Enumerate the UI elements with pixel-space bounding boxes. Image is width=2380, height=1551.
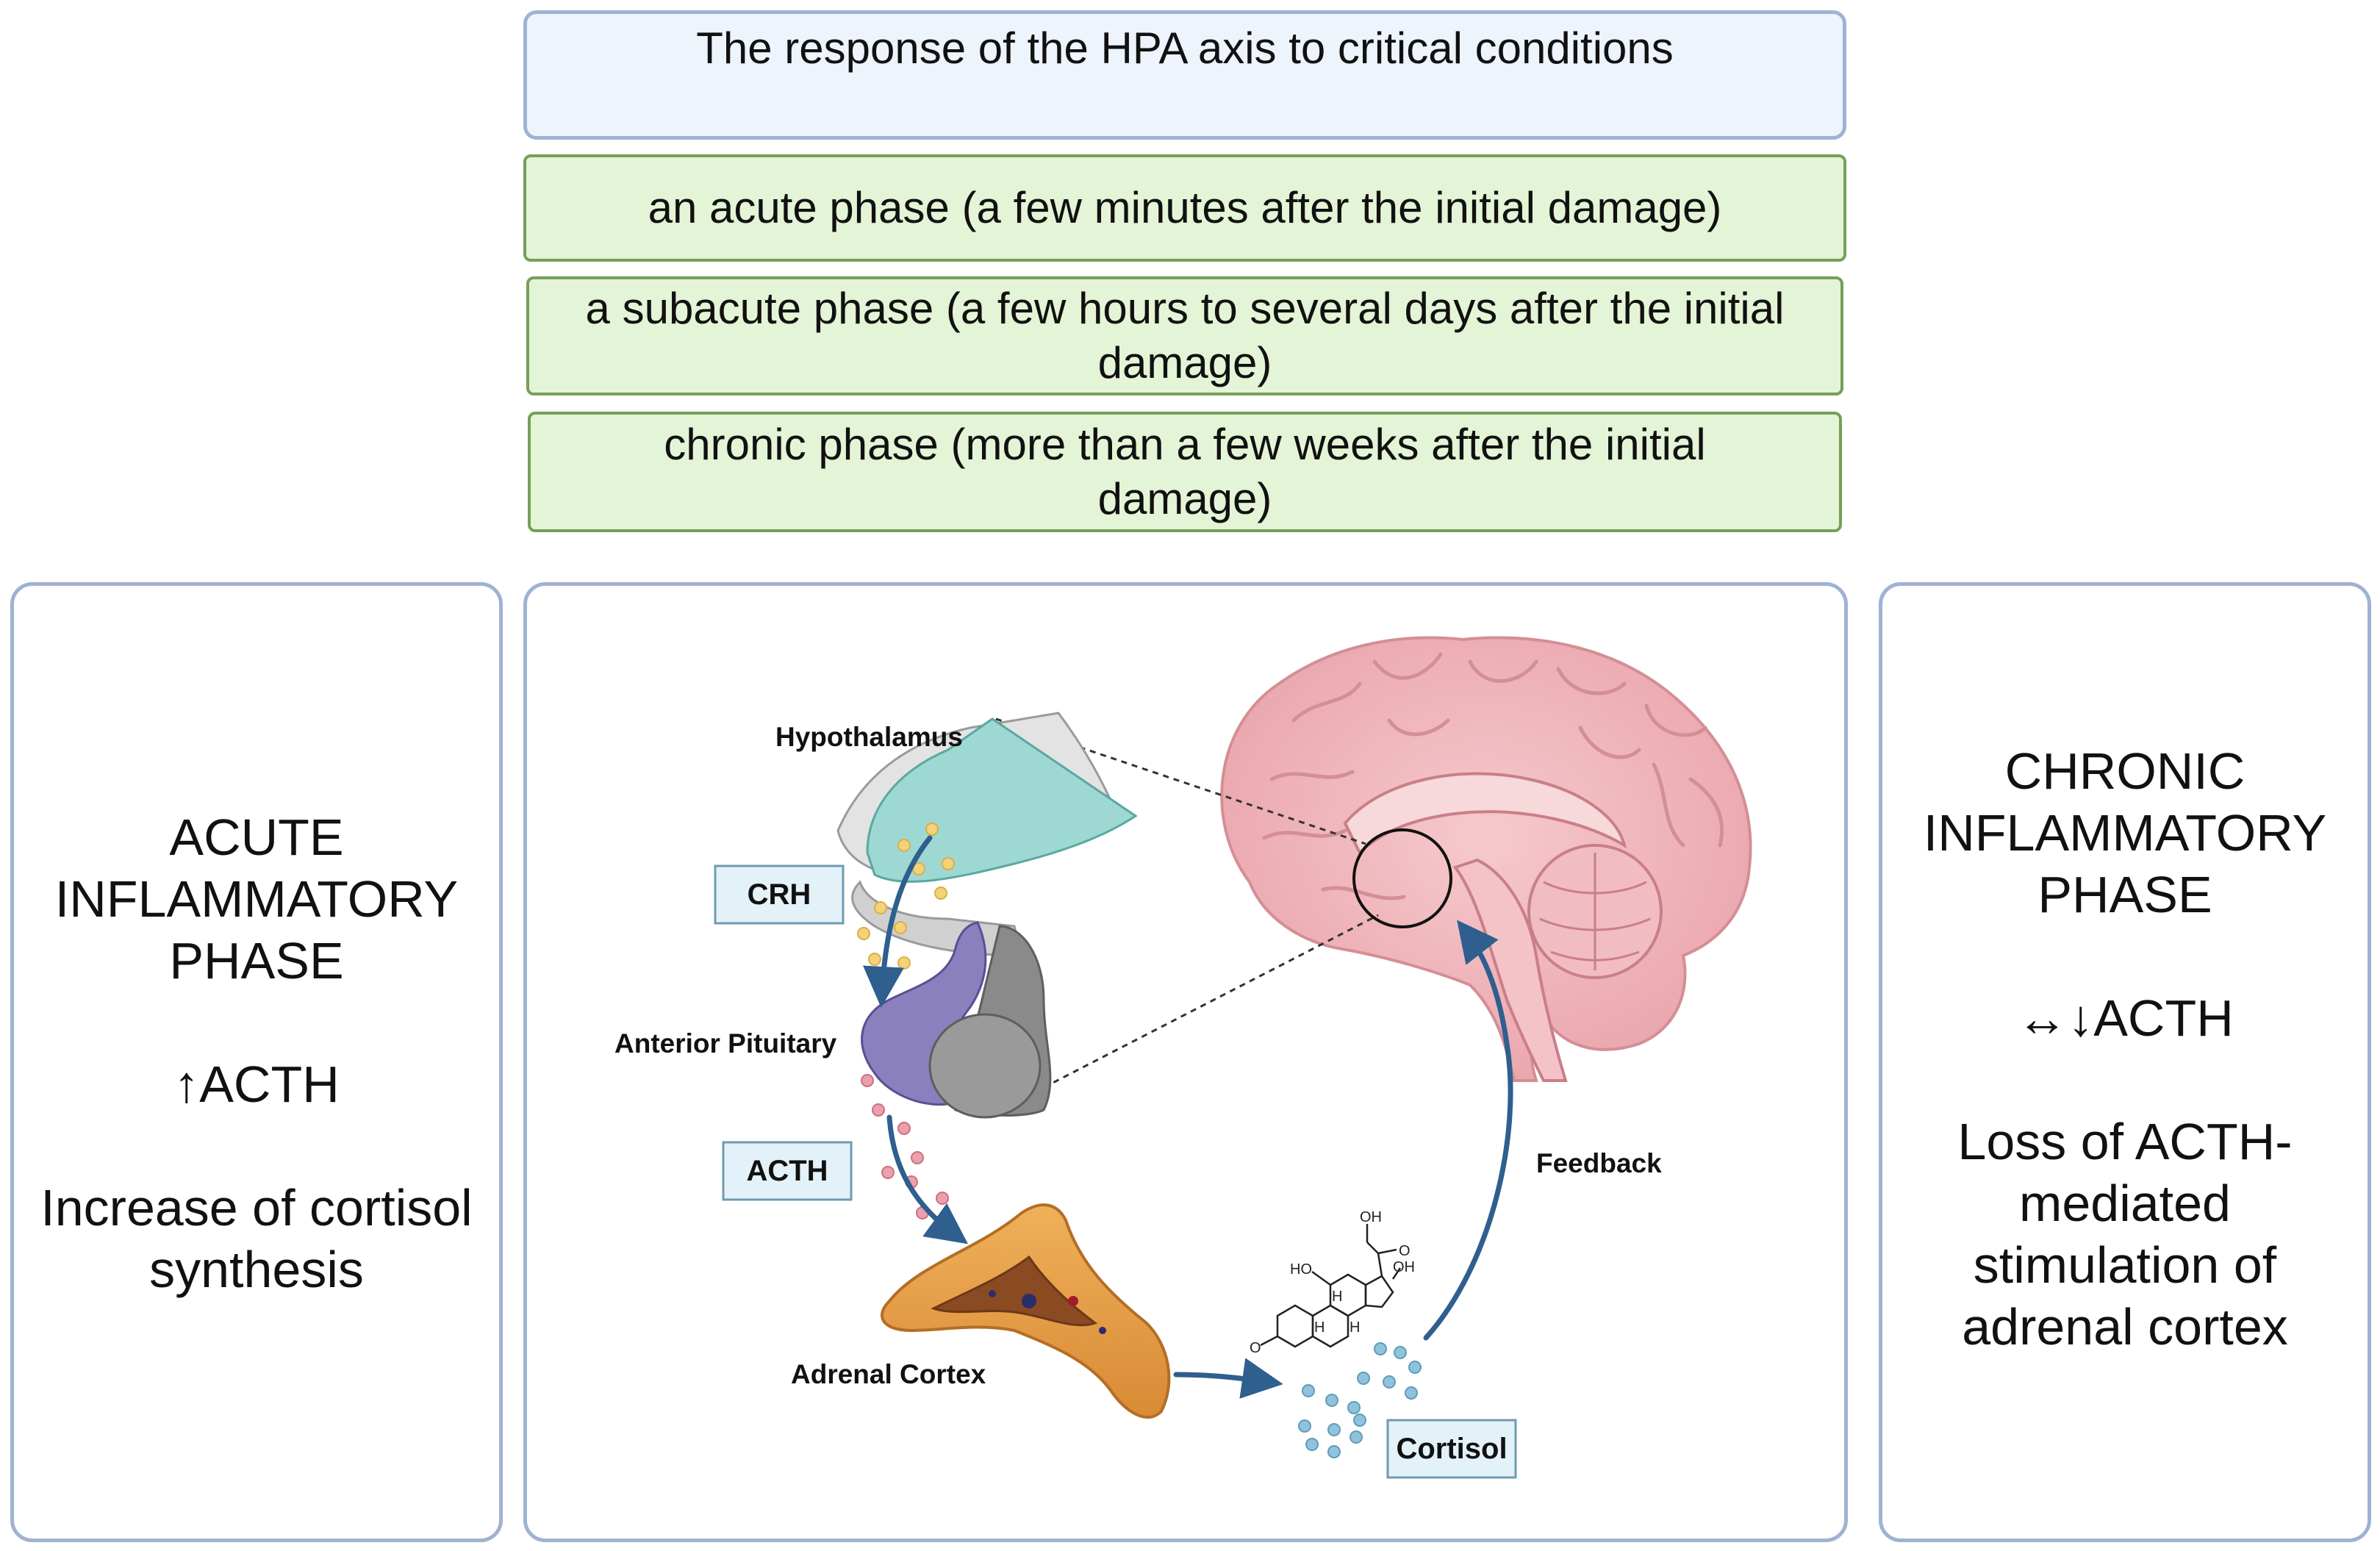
- diagram-title: The response of the HPA axis to critical…: [523, 10, 1846, 140]
- mol-oh-right: OH: [1393, 1259, 1415, 1275]
- mol-o-side: O: [1399, 1243, 1411, 1259]
- arrow-pituitary-to-adrenal: [886, 1114, 968, 1244]
- flow-arrows: [862, 835, 1513, 1399]
- acute-panel-text: ACUTE INFLAMMATORY PHASE ↑ACTH Increase …: [14, 806, 499, 1300]
- cortisol-box: Cortisol: [1386, 1419, 1517, 1479]
- acute-effect-line-2: synthesis: [149, 1241, 364, 1298]
- phase-box-subacute: a subacute phase (a few hours to several…: [526, 276, 1843, 395]
- brain-illustration: [1220, 636, 1752, 1082]
- cortisol-molecule: [1260, 1224, 1402, 1348]
- arrow-adrenal-to-cortisol: [1173, 1358, 1283, 1399]
- label-hypothalamus: Hypothalamus: [775, 722, 963, 752]
- acute-heading-line-3: PHASE: [169, 932, 344, 989]
- phase-text-subacute: a subacute phase (a few hours to several…: [585, 284, 1785, 387]
- zoom-lines: [995, 717, 1379, 1104]
- chronic-acth: ↔↓ACTH: [2016, 989, 2234, 1047]
- title-text: The response of the HPA axis to critical…: [696, 24, 1674, 73]
- arrow-feedback: [1423, 920, 1513, 1341]
- label-anterior-pituitary: Anterior Pituitary: [614, 1028, 837, 1059]
- acute-effect-line-1: Increase of cortisol: [40, 1179, 473, 1236]
- adrenal-cortex-illustration: [881, 1203, 1171, 1419]
- chronic-effect-line-3: stimulation of: [1973, 1236, 2277, 1294]
- chronic-panel-text: CHRONIC INFLAMMATORY PHASE ↔↓ACTH Loss o…: [1882, 740, 2368, 1358]
- acute-inflammatory-panel: ACUTE INFLAMMATORY PHASE ↑ACTH Increase …: [10, 582, 503, 1542]
- mol-h3: H: [1349, 1319, 1360, 1336]
- acth-box: ACTH: [722, 1141, 853, 1201]
- phase-text-chronic: chronic phase (more than a few weeks aft…: [664, 420, 1706, 523]
- chronic-effect-line-4: adrenal cortex: [1962, 1298, 2288, 1355]
- mol-ho-left: HO: [1290, 1261, 1312, 1278]
- crh-box: CRH: [714, 864, 845, 925]
- chronic-effect-line-2: mediated: [2019, 1175, 2231, 1232]
- cortisol-label: Cortisol: [1396, 1433, 1507, 1465]
- crh-label: CRH: [748, 878, 811, 911]
- phase-box-acute: an acute phase (a few minutes after the …: [523, 154, 1846, 262]
- acth-label: ACTH: [746, 1155, 828, 1187]
- acth-dots: [861, 1074, 949, 1219]
- acute-heading-line-2: INFLAMMATORY: [54, 870, 459, 928]
- mol-h1: H: [1332, 1289, 1342, 1305]
- mol-h2: H: [1314, 1319, 1325, 1336]
- cortisol-molecule-labels: OH O OH HO O H H H: [1250, 1209, 1415, 1356]
- hypothalamus-illustration: [836, 712, 1138, 957]
- chronic-heading-line-2: INFLAMMATORY: [1923, 804, 2327, 862]
- chronic-heading-line-1: CHRONIC: [2004, 742, 2245, 800]
- chronic-heading-line-3: PHASE: [2037, 866, 2212, 923]
- acute-heading-line-1: ACUTE: [169, 809, 344, 866]
- arrow-hypothalamus-to-pituitary: [862, 835, 933, 1008]
- label-feedback: Feedback: [1536, 1148, 1662, 1178]
- chronic-effect-line-1: Loss of ACTH-: [1957, 1113, 2293, 1170]
- phase-text-acute: an acute phase (a few minutes after the …: [648, 183, 1722, 232]
- label-adrenal-cortex: Adrenal Cortex: [791, 1359, 986, 1389]
- acute-acth: ↑ACTH: [173, 1056, 340, 1113]
- phase-box-chronic: chronic phase (more than a few weeks aft…: [528, 412, 1842, 532]
- pituitary-illustration: [861, 921, 1052, 1119]
- cortisol-dots: [1298, 1342, 1422, 1458]
- mol-oh-top: OH: [1360, 1209, 1382, 1225]
- chronic-inflammatory-panel: CHRONIC INFLAMMATORY PHASE ↔↓ACTH Loss o…: [1879, 582, 2371, 1542]
- mol-o-ketone: O: [1250, 1340, 1261, 1356]
